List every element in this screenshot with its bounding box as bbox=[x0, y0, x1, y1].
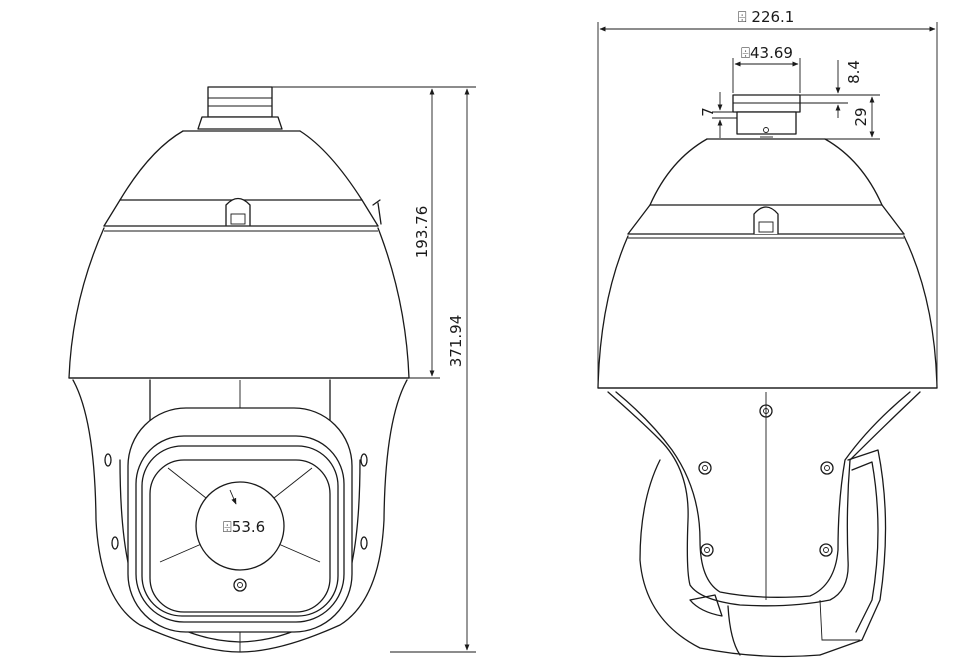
front-dimensions: 193.76 371.94 ⌹53.6 bbox=[223, 86, 476, 653]
front-view: 193.76 371.94 ⌹53.6 bbox=[68, 86, 476, 653]
mount-diameter-label: ⌹43.69 bbox=[741, 44, 793, 62]
mount-top-thickness-label: 8.4 bbox=[845, 60, 863, 84]
outer-diameter-label: ⌹ 226.1 bbox=[738, 8, 795, 26]
dome-height-label: 193.76 bbox=[413, 206, 431, 259]
lens-window-diameter-label: ⌹53.6 bbox=[223, 518, 265, 536]
side-mount bbox=[706, 94, 826, 140]
side-screws bbox=[698, 404, 834, 557]
side-lower-body bbox=[607, 391, 921, 658]
side-view: ⌹ 226.1 ⌹43.69 8.4 29 7 bbox=[597, 8, 938, 658]
front-dome bbox=[68, 130, 410, 379]
side-dome bbox=[597, 138, 938, 389]
mount-gap-label: 7 bbox=[699, 107, 717, 117]
total-height-label: 371.94 bbox=[447, 315, 465, 368]
front-lens-window bbox=[127, 407, 353, 633]
front-mount bbox=[182, 86, 301, 132]
mount-height-label: 29 bbox=[852, 107, 870, 126]
side-dimensions: ⌹ 226.1 ⌹43.69 8.4 29 7 bbox=[597, 8, 938, 386]
